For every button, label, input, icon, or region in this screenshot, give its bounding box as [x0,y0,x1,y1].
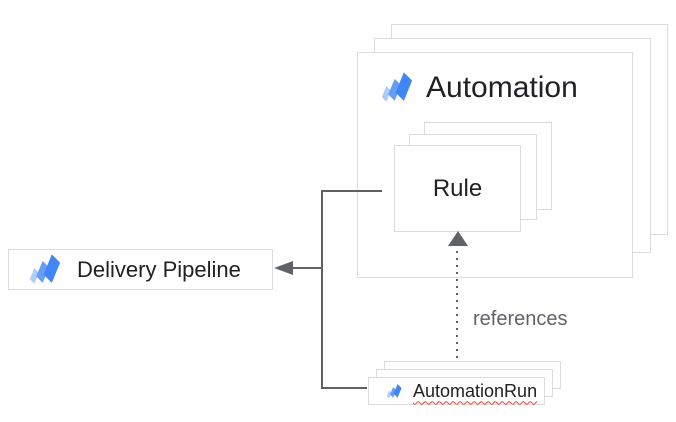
references-edge-label: references [473,308,568,330]
automation-header: Automation [380,70,578,106]
automation-run-label: AutomationRun [413,380,538,401]
automation-label: Automation [426,71,578,104]
rule-node: Rule [394,145,521,232]
deploy-icon [29,253,61,284]
deploy-icon [381,72,413,102]
delivery-pipeline-node: Delivery Pipeline [8,249,273,290]
delivery-pipeline-label: Delivery Pipeline [77,256,241,282]
deploy-icon [386,383,402,398]
automation-run-node: AutomationRun [368,377,545,405]
arrowhead-left-icon [274,261,293,275]
rule-label: Rule [432,174,483,202]
